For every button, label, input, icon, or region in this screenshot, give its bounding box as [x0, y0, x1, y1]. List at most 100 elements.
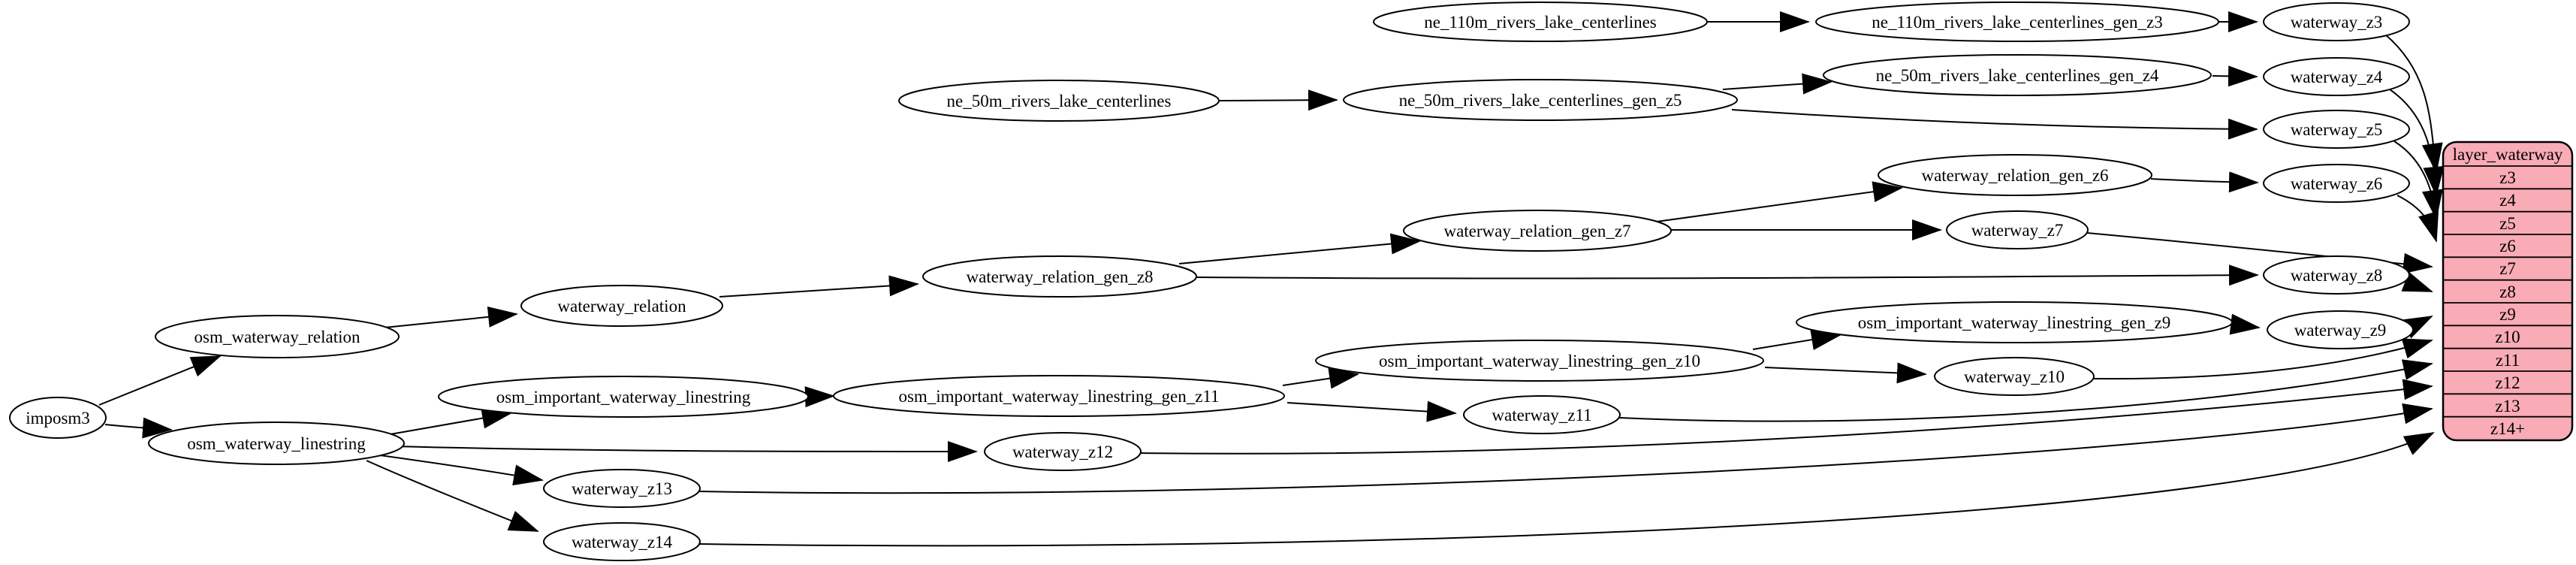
node-ellipse — [543, 522, 701, 561]
node-waterway_z10: waterway_z10 — [1934, 357, 2095, 396]
node-label: ne_110m_rivers_lake_centerlines — [1424, 13, 1657, 32]
node-label: waterway_z12 — [1012, 443, 1113, 461]
node-waterway_relation: waterway_relation — [520, 285, 723, 327]
node-label: osm_important_waterway_linestring_gen_z9 — [1858, 313, 2170, 332]
node-ellipse — [833, 375, 1285, 417]
node-label: waterway_z6 — [2291, 174, 2383, 193]
node-label: osm_important_waterway_linestring — [496, 388, 751, 406]
node-ellipse — [520, 285, 723, 327]
node-ellipse — [922, 255, 1197, 298]
edge-waterway_z9-row_z9 — [2401, 316, 2433, 339]
node-waterway_relation_gen_z7: waterway_relation_gen_z7 — [1403, 210, 1672, 252]
edge-gen_z8-gen_z7 — [1178, 233, 1421, 264]
edge-gen_z5-gen_z4 — [1722, 73, 1832, 95]
table-row-z11: z11 — [2496, 351, 2520, 370]
node-label: osm_waterway_linestring — [187, 434, 366, 453]
node-label: waterway_relation — [557, 297, 686, 316]
edge-gen_z11-gen_z10 — [1282, 367, 1359, 389]
node-osm_important_waterway_linestring_gen_z9: osm_important_waterway_linestring_gen_z9 — [1796, 301, 2233, 343]
node-label: waterway_relation_gen_z8 — [966, 267, 1153, 286]
edge-gen_z9-waterway_z9 — [2229, 313, 2261, 335]
edge-osm_important-gen_z11 — [804, 386, 835, 408]
node-label: ne_50m_rivers_lake_centerlines_gen_z4 — [1876, 66, 2159, 85]
table-row-z4: z4 — [2499, 191, 2516, 210]
node-ellipse — [2263, 255, 2410, 295]
node-label: ne_50m_rivers_lake_centerlines_gen_z5 — [1399, 91, 1682, 110]
node-waterway_z13: waterway_z13 — [543, 469, 701, 508]
node-ellipse — [1343, 79, 1738, 121]
node-waterway_z8: waterway_z8 — [2263, 255, 2410, 295]
node-ellipse — [1373, 2, 1708, 42]
node-ellipse — [1403, 210, 1672, 252]
table-row-z7: z7 — [2499, 259, 2516, 278]
node-label: ne_110m_rivers_lake_centerlines_gen_z3 — [1872, 13, 2162, 32]
edge-waterway_relation-waterway_relation_gen_z8 — [719, 275, 919, 298]
node-waterway_z14: waterway_z14 — [543, 522, 701, 561]
node-waterway_relation_gen_z6: waterway_relation_gen_z6 — [1878, 154, 2152, 196]
table-row-z5: z5 — [2499, 214, 2516, 233]
edge-gen_z10-waterway_z10 — [1764, 362, 1927, 384]
edges-layer — [98, 11, 2445, 547]
node-waterway_z9: waterway_z9 — [2267, 310, 2414, 349]
edge-gen_z8-waterway_z8 — [1195, 264, 2259, 286]
node-waterway_z5: waterway_z5 — [2263, 110, 2410, 149]
node-ne_50m_rivers_lake_centerlines: ne_50m_rivers_lake_centerlines — [898, 80, 1220, 122]
node-osm_waterway_linestring: osm_waterway_linestring — [148, 421, 405, 465]
node-label: osm_waterway_relation — [195, 328, 360, 346]
node-imposm3: imposm3 — [9, 397, 107, 439]
edge-ne_50m-gen_z5 — [1219, 89, 1338, 111]
edge-gen_z4-waterway_z4 — [2212, 65, 2258, 87]
edge-waterway_z12-row_z12 — [1139, 379, 2433, 455]
node-ellipse — [1796, 301, 2233, 343]
table-title: layer_waterway — [2453, 145, 2563, 164]
edge-gen_z7-gen_z6 — [1656, 181, 1903, 222]
table-row-z10: z10 — [2495, 328, 2520, 346]
table-row-z13: z13 — [2495, 397, 2520, 415]
edge-waterway_z7-row_z7 — [2086, 232, 2433, 274]
node-ellipse — [984, 432, 1142, 471]
node-ellipse — [1315, 340, 1764, 382]
node-ellipse — [2263, 2, 2410, 41]
edge-osm_waterway_relation-waterway_relation — [384, 306, 518, 328]
edge-waterway_z11-row_z11 — [1618, 359, 2433, 422]
table-row-z6: z6 — [2499, 237, 2516, 255]
edge-gen_z11-waterway_z11 — [1286, 400, 1457, 422]
node-label: waterway_z4 — [2291, 68, 2383, 86]
node-ellipse — [1815, 2, 2219, 42]
node-label: waterway_relation_gen_z7 — [1443, 222, 1630, 240]
node-ellipse — [2263, 57, 2410, 96]
node-label: osm_important_waterway_linestring_gen_z1… — [898, 387, 1219, 406]
edge-waterway_z8-row_z8 — [2401, 271, 2433, 292]
node-label: waterway_z9 — [2294, 321, 2387, 340]
node-label: waterway_z7 — [1971, 221, 2064, 240]
node-waterway_z11: waterway_z11 — [1463, 395, 1621, 434]
node-ellipse — [1878, 154, 2152, 196]
node-ellipse — [1946, 210, 2089, 249]
edge-osm_waterway_linestring-waterway_z13 — [379, 455, 544, 486]
node-ellipse — [1823, 54, 2212, 96]
node-label: waterway_z8 — [2291, 266, 2383, 285]
edge-gen_z10-gen_z9 — [1752, 329, 1842, 350]
node-osm_waterway_relation: osm_waterway_relation — [155, 315, 400, 358]
node-waterway_z4: waterway_z4 — [2263, 57, 2410, 96]
node-ellipse — [1463, 395, 1621, 434]
edge-osm_waterway_linestring-waterway_z14 — [366, 460, 539, 532]
table-row-z12: z12 — [2495, 373, 2520, 392]
node-label: ne_50m_rivers_lake_centerlines — [947, 92, 1172, 110]
node-waterway_relation_gen_z8: waterway_relation_gen_z8 — [922, 255, 1197, 298]
table-background — [2442, 140, 2574, 442]
edge-waterway_z4-row_z4 — [2389, 89, 2445, 197]
node-osm_important_waterway_linestring: osm_important_waterway_linestring — [438, 376, 809, 418]
node-label: imposm3 — [26, 409, 90, 428]
nodes-layer: imposm3 osm_waterway_relation osm_waterw… — [9, 2, 2414, 561]
edge-gen_z5-waterway_z5 — [1731, 109, 2258, 140]
edge-waterway_z14-row_z14plus — [698, 432, 2435, 547]
node-label: waterway_relation_gen_z6 — [1921, 166, 2108, 185]
node-label: waterway_z10 — [1964, 367, 2065, 386]
edge-imposm3-osm_waterway_relation — [98, 355, 222, 406]
node-waterway_z7: waterway_z7 — [1946, 210, 2089, 249]
node-osm_important_waterway_linestring_gen_z11: osm_important_waterway_linestring_gen_z1… — [833, 375, 1285, 417]
node-waterway_z3: waterway_z3 — [2263, 2, 2410, 41]
